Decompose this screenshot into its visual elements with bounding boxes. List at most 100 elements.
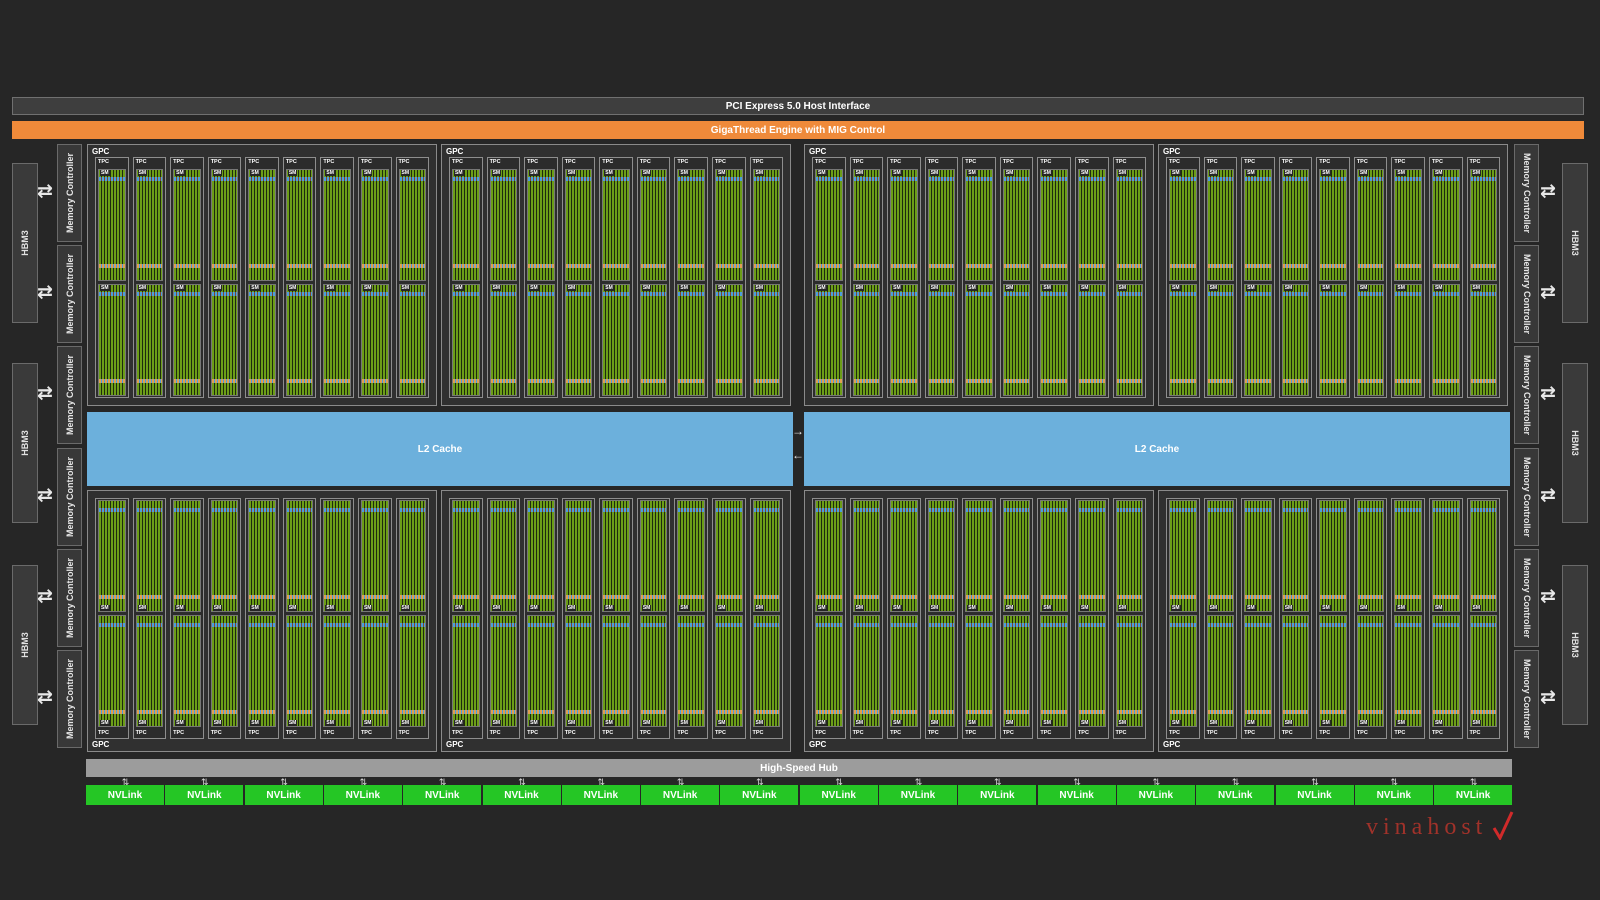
sm-block: SM	[890, 169, 918, 281]
gpc-label: GPC	[92, 147, 110, 156]
sm-block: SM	[677, 284, 705, 396]
tpc-label: TPC	[360, 159, 372, 165]
sm-block: SM	[965, 284, 993, 396]
sm-label: SM	[1042, 170, 1052, 176]
sm-label: SM	[1004, 285, 1015, 291]
sm-block: SM	[173, 284, 201, 396]
sm-block: SM	[564, 284, 593, 396]
sm-label: SM	[1246, 605, 1256, 611]
sm-label: SM	[400, 285, 410, 291]
sm-label: SM	[1321, 285, 1331, 291]
sm-label: SM	[1171, 170, 1181, 176]
sm-label: SM	[604, 605, 614, 611]
nvlink-arrow-icon: ⇅	[1469, 777, 1478, 787]
sm-block: SM	[1002, 500, 1031, 612]
sm-label: SM	[641, 605, 652, 611]
tpc-label: TPC	[398, 730, 410, 736]
sm-label: SM	[967, 720, 977, 726]
bidirectional-arrow-icon: ⇄	[1540, 586, 1556, 607]
sm-block: SM	[135, 500, 164, 612]
sm-block: SM	[210, 500, 239, 612]
sm-label: SM	[1171, 285, 1181, 291]
sm-block: SM	[452, 169, 480, 281]
bidirectional-arrow-icon: ⇄	[37, 687, 53, 708]
sm-block: SM	[852, 284, 881, 396]
sm-label: SM	[529, 720, 539, 726]
sm-block: SM	[489, 284, 518, 396]
bidirectional-arrow-icon: ⇄	[1540, 383, 1556, 404]
sm-block: SM	[927, 284, 956, 396]
sm-label: SM	[1321, 605, 1331, 611]
sm-label: SM	[1433, 720, 1444, 726]
sm-label: SM	[854, 720, 865, 726]
sm-label: SM	[1079, 170, 1090, 176]
tpc-label: TPC	[1244, 730, 1256, 736]
tpc-label: TPC	[1356, 159, 1368, 165]
sm-label: SM	[454, 170, 464, 176]
sm-label: SM	[679, 170, 689, 176]
sm-block: SM	[677, 500, 705, 612]
sm-block: SM	[1206, 500, 1235, 612]
nvlink-arrow-icon: ⇅	[994, 777, 1002, 787]
nvlink-arrow-icon: ⇅	[121, 777, 130, 787]
sm-label: SM	[1246, 285, 1256, 291]
sm-label: SM	[1321, 720, 1331, 726]
sm-label: SM	[566, 170, 577, 176]
sm-label: SM	[1171, 720, 1181, 726]
tpc-label: TPC	[98, 730, 109, 736]
sm-block: SM	[398, 284, 427, 396]
sm-label: SM	[1471, 285, 1481, 291]
sm-label: SM	[854, 605, 865, 611]
sm-block: SM	[927, 500, 956, 612]
tpc-label: TPC	[135, 159, 147, 165]
nvlink-arrow-icon: ⇅	[1231, 777, 1240, 787]
sm-label: SM	[137, 285, 148, 291]
sm-label: SM	[175, 170, 185, 176]
sm-block: SM	[173, 615, 201, 727]
sm-block: SM	[602, 615, 630, 727]
sm-block: SM	[890, 615, 918, 727]
hbm3-stack-left-2: HBM3	[12, 363, 38, 523]
tpc-label: TPC	[602, 730, 614, 736]
sm-block: SM	[1115, 169, 1144, 281]
tpc-label: TPC	[1281, 159, 1293, 165]
nvlink-13: NVLink	[1037, 785, 1116, 805]
sm-label: SM	[1208, 605, 1219, 611]
tpc-label: TPC	[1169, 730, 1180, 736]
gigathread-engine: GigaThread Engine with MIG Control	[12, 121, 1584, 139]
tpc-label: TPC	[248, 730, 260, 736]
sm-label: SM	[1358, 720, 1369, 726]
sm-block: SM	[248, 284, 276, 396]
tpc-label: TPC	[98, 159, 109, 165]
memory-controller-label: Memory Controller	[1521, 658, 1532, 740]
sm-label: SM	[1042, 285, 1052, 291]
memory-controller-label: Memory Controller	[64, 658, 75, 740]
sm-block: SM	[1356, 284, 1385, 396]
sm-label: SM	[1283, 605, 1294, 611]
sm-block: SM	[927, 615, 956, 727]
sm-label: SM	[604, 170, 614, 176]
sm-label: SM	[716, 720, 727, 726]
sm-block: SM	[965, 615, 993, 727]
sm-label: SM	[454, 605, 464, 611]
high-speed-hub: High-Speed Hub	[86, 759, 1512, 777]
sm-block: SM	[248, 169, 276, 281]
